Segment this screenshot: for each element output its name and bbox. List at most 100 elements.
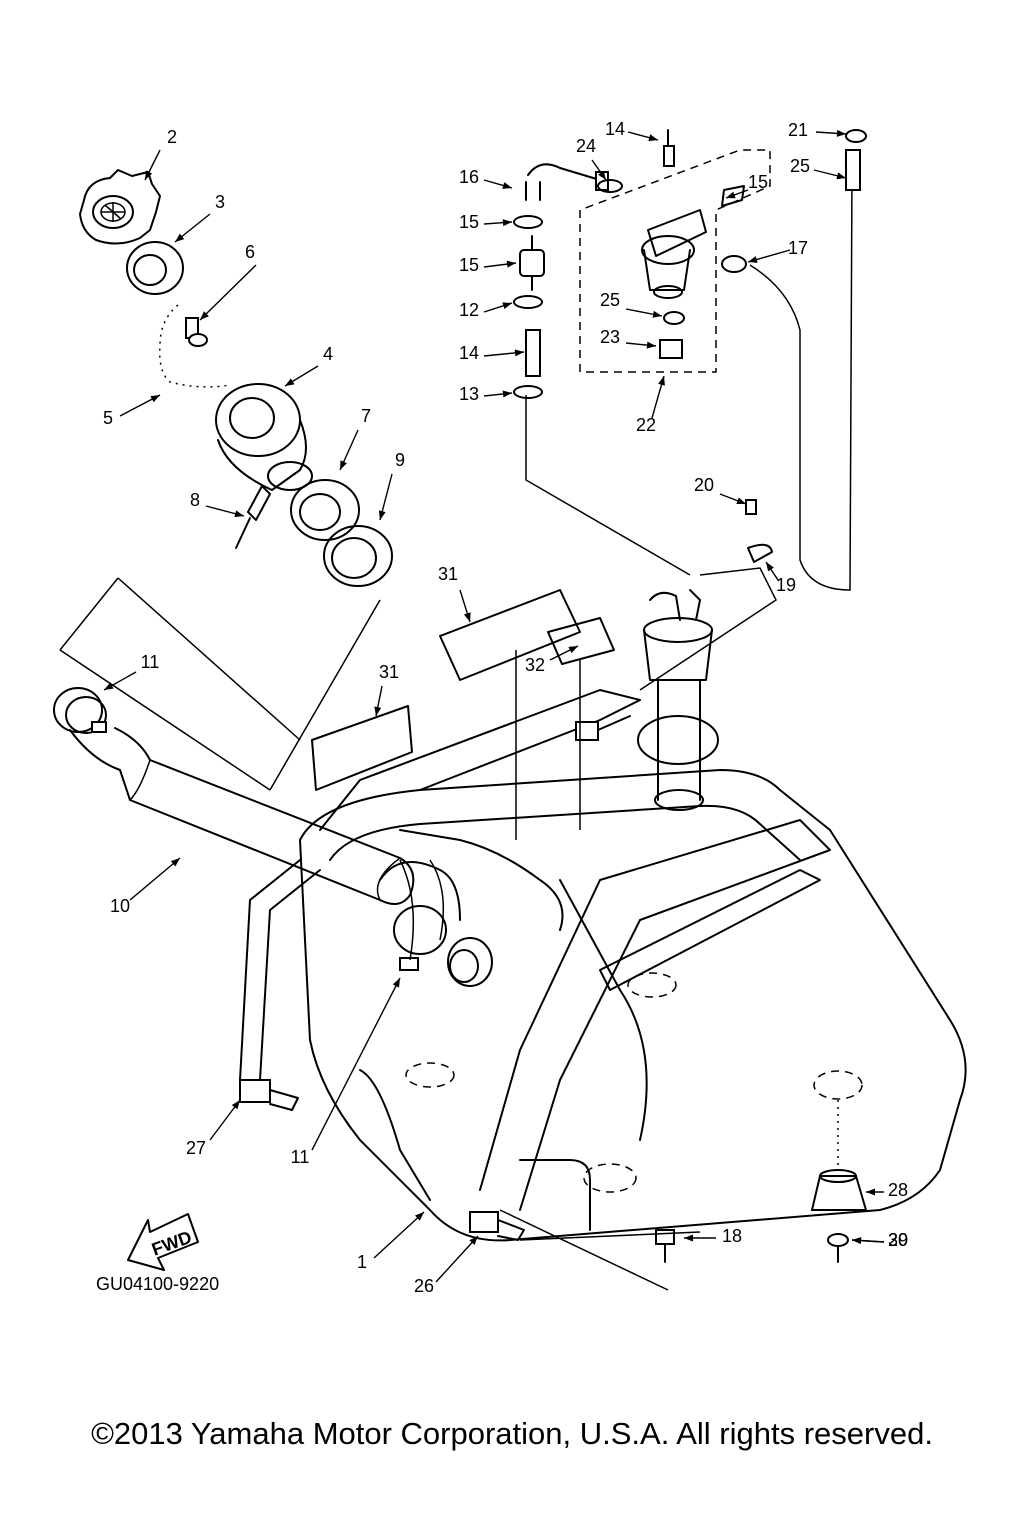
arrowhead-32 bbox=[568, 646, 578, 654]
arrowhead-2 bbox=[145, 170, 153, 180]
callout-31: 31 bbox=[438, 564, 458, 584]
arrowhead-26 bbox=[469, 1236, 478, 1246]
parts-diagram: FWD GU04100-9220 23645798111031323111271… bbox=[53, 119, 967, 1296]
clamp-14b bbox=[513, 385, 543, 399]
callout-19: 19 bbox=[776, 575, 796, 595]
arrowhead-8 bbox=[234, 510, 244, 518]
arrowhead-4 bbox=[285, 378, 295, 386]
arrowhead-14 bbox=[514, 349, 524, 357]
callout-4: 4 bbox=[323, 344, 333, 364]
arrowhead-7 bbox=[340, 460, 347, 470]
fuel-sender-unit bbox=[575, 589, 719, 811]
decal-31b bbox=[311, 705, 413, 791]
arrowhead-11 bbox=[104, 682, 114, 690]
gasket-7 bbox=[290, 479, 360, 541]
arrowhead-25 bbox=[652, 310, 662, 318]
leader-10 bbox=[129, 857, 181, 901]
arrowhead-21 bbox=[836, 129, 846, 137]
arrowhead-13 bbox=[502, 390, 512, 398]
arrowhead-10 bbox=[170, 858, 180, 867]
vent-lines bbox=[515, 169, 853, 840]
callout-21: 21 bbox=[788, 120, 808, 140]
callout-30: 30 bbox=[888, 1230, 908, 1250]
clamp-18-19 bbox=[745, 499, 773, 563]
arrowhead-22 bbox=[658, 376, 665, 386]
callout-24: 24 bbox=[576, 136, 596, 156]
arrowhead-19 bbox=[766, 562, 774, 572]
hose-clamp-11b bbox=[393, 905, 447, 971]
callout-23: 23 bbox=[600, 327, 620, 347]
bolt-28 bbox=[655, 1229, 675, 1263]
vent-hose-16 bbox=[525, 163, 601, 201]
callout-2: 2 bbox=[167, 127, 177, 147]
bolt-30 bbox=[827, 1233, 849, 1263]
callout-15: 15 bbox=[459, 255, 479, 275]
arrowhead-9 bbox=[378, 510, 386, 520]
callout-11: 11 bbox=[141, 652, 160, 672]
arrowhead-28 bbox=[866, 1188, 875, 1196]
filler-hose-10 bbox=[59, 577, 415, 905]
check-valve-12 bbox=[519, 235, 545, 291]
clamp-15a bbox=[513, 215, 543, 229]
valve-assembly-20 bbox=[579, 129, 867, 373]
callout-5: 5 bbox=[103, 408, 113, 428]
callout-7: 7 bbox=[361, 406, 371, 426]
filler-cap bbox=[79, 169, 161, 245]
callout-10: 10 bbox=[110, 896, 130, 916]
callout-9: 9 bbox=[395, 450, 405, 470]
leader-11 bbox=[311, 977, 401, 1151]
vent-fitting-8 bbox=[235, 485, 271, 549]
arrowhead-11 bbox=[392, 978, 400, 988]
arrowhead-23 bbox=[646, 341, 656, 349]
arrowhead-1 bbox=[415, 1212, 424, 1221]
callout-32: 32 bbox=[525, 655, 545, 675]
arrowhead-15 bbox=[502, 219, 512, 227]
arrowhead-30 bbox=[852, 1237, 862, 1245]
callout-22: 22 bbox=[636, 415, 656, 435]
callout-25: 25 bbox=[790, 156, 810, 176]
callout-29: 29 bbox=[888, 1230, 908, 1250]
callout-16: 16 bbox=[459, 167, 479, 187]
arrowhead-14 bbox=[648, 134, 658, 142]
copyright-notice: ©2013 Yamaha Motor Corporation, U.S.A. A… bbox=[91, 1416, 933, 1451]
callout-18: 18 bbox=[722, 1226, 742, 1246]
filler-neck bbox=[215, 383, 313, 491]
callout-3: 3 bbox=[215, 192, 225, 212]
clamp-14a bbox=[513, 295, 543, 309]
callout-13: 13 bbox=[459, 384, 479, 404]
callout-25: 25 bbox=[600, 290, 620, 310]
fwd-label: FWD bbox=[149, 1227, 194, 1260]
arrowhead-5 bbox=[150, 395, 160, 403]
leader-26 bbox=[435, 1235, 479, 1283]
leader-6 bbox=[199, 264, 257, 321]
arrowhead-31 bbox=[374, 706, 382, 716]
arrowhead-24 bbox=[597, 170, 606, 180]
callout-leaders bbox=[103, 129, 885, 1283]
callout-28: 28 bbox=[888, 1180, 908, 1200]
fwd-arrow: FWD bbox=[127, 1213, 199, 1271]
arrowhead-12 bbox=[502, 302, 512, 310]
callout-11: 11 bbox=[291, 1147, 310, 1167]
arrowhead-6 bbox=[200, 311, 209, 320]
callout-15: 15 bbox=[459, 212, 479, 232]
decal-31a bbox=[439, 589, 581, 681]
callout-27: 27 bbox=[186, 1138, 206, 1158]
arrowhead-31 bbox=[463, 612, 471, 622]
callout-15: 15 bbox=[748, 172, 768, 192]
callout-26: 26 bbox=[414, 1276, 434, 1296]
damper-29 bbox=[810, 1169, 868, 1211]
arrowhead-20 bbox=[736, 497, 746, 505]
arrowhead-15 bbox=[506, 260, 516, 268]
callout-8: 8 bbox=[190, 490, 200, 510]
hose-13 bbox=[525, 329, 541, 377]
callout-20: 20 bbox=[694, 475, 714, 495]
callout-31: 31 bbox=[379, 662, 399, 682]
decal-32 bbox=[547, 617, 615, 665]
fuel-tank-1 bbox=[239, 689, 967, 1242]
callout-14: 14 bbox=[459, 343, 479, 363]
arrowhead-17 bbox=[748, 256, 758, 263]
mount-lines bbox=[499, 1100, 839, 1291]
gasket-9 bbox=[323, 525, 393, 587]
diagram-code: GU04100-9220 bbox=[96, 1274, 219, 1294]
callout-6: 6 bbox=[245, 242, 255, 262]
